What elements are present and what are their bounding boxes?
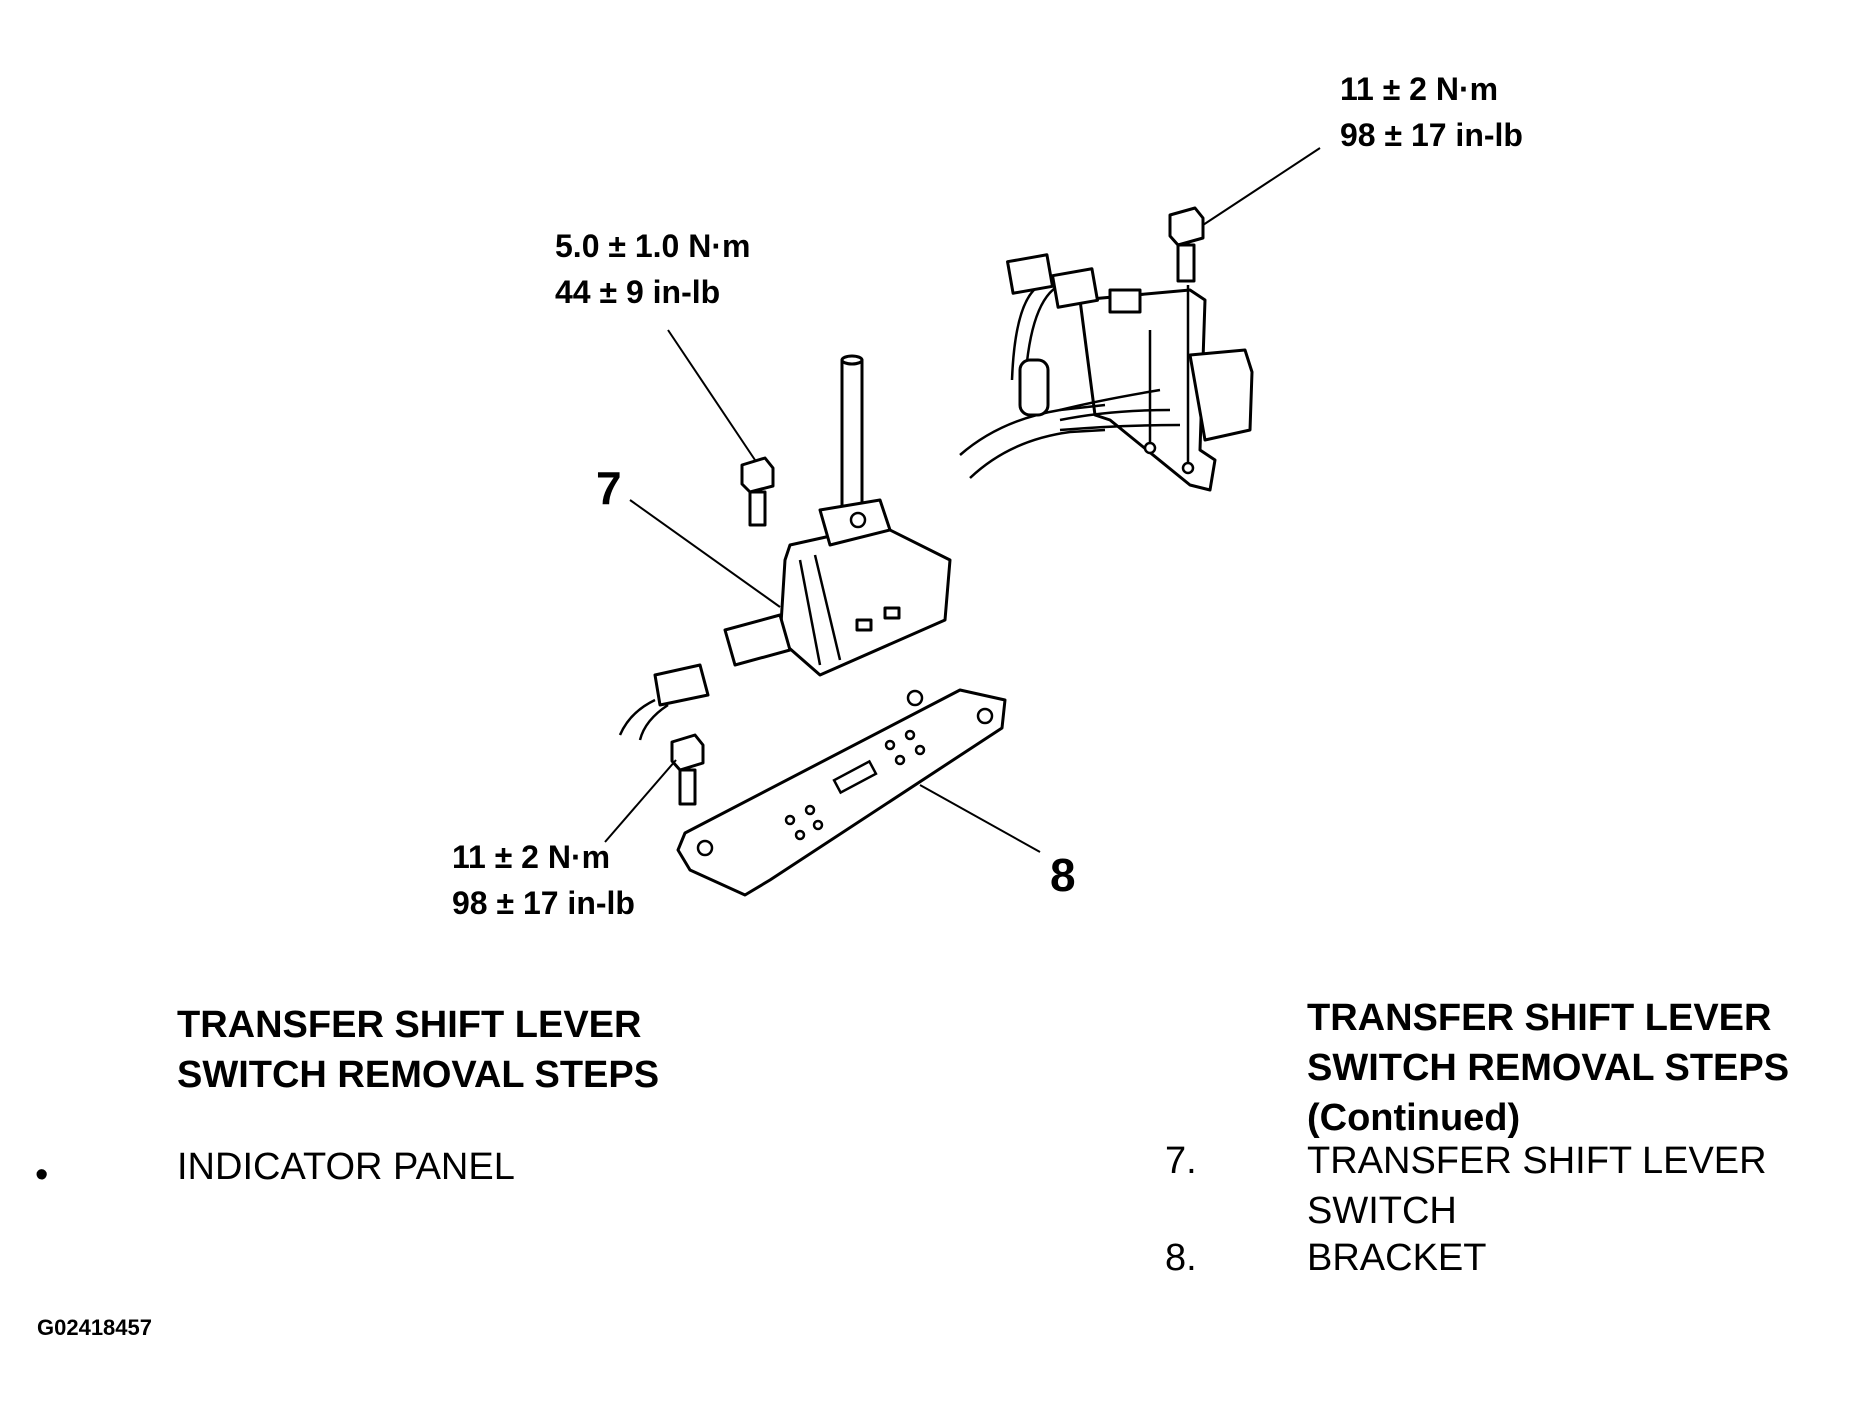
bolt-bottom-left	[604, 733, 705, 843]
figure-id: G02418457	[37, 1315, 152, 1340]
indicator-panel-item: INDICATOR PANEL	[177, 1146, 515, 1188]
right-heading-line1: TRANSFER SHIFT LEVER	[1307, 997, 1772, 1039]
step-8-text: BRACKET	[1307, 1237, 1487, 1279]
wiring-harness-assembly	[959, 253, 1254, 492]
bracket	[676, 688, 1041, 897]
torque-inlb: 44 ± 9 in-lb	[555, 274, 721, 310]
step-7-line2: SWITCH	[1307, 1190, 1457, 1232]
right-heading-line3: (Continued)	[1307, 1097, 1521, 1139]
torque-label-top-right: 11 ± 2 N·m 98 ± 17 in-lb	[1340, 66, 1523, 158]
left-heading: TRANSFER SHIFT LEVER SWITCH REMOVAL STEP…	[177, 1000, 659, 1100]
torque-inlb: 98 ± 17 in-lb	[452, 885, 635, 921]
bullet-icon: •	[35, 1154, 49, 1196]
torque-inlb: 98 ± 17 in-lb	[1340, 117, 1523, 153]
connector-plug	[618, 663, 710, 741]
right-heading-line2: SWITCH REMOVAL STEPS	[1307, 1047, 1790, 1089]
torque-label-top-center: 5.0 ± 1.0 N·m 44 ± 9 in-lb	[555, 223, 750, 315]
bolt-top-right	[1168, 147, 1321, 283]
transfer-shift-lever-switch	[629, 354, 952, 677]
torque-label-bottom-left: 11 ± 2 N·m 98 ± 17 in-lb	[452, 834, 635, 926]
step-7-text: TRANSFER SHIFT LEVER SWITCH	[1307, 1136, 1767, 1236]
right-heading: TRANSFER SHIFT LEVER SWITCH REMOVAL STEP…	[1307, 993, 1789, 1143]
torque-nm: 5.0 ± 1.0 N·m	[555, 228, 751, 264]
step-7-line1: TRANSFER SHIFT LEVER	[1307, 1140, 1767, 1182]
step-number-8: 8.	[1165, 1237, 1197, 1279]
callout-7: 7	[596, 462, 622, 514]
torque-nm: 11 ± 2 N·m	[1340, 71, 1499, 107]
torque-nm: 11 ± 2 N·m	[452, 839, 611, 875]
bolt-top-center	[667, 329, 775, 527]
step-number-7: 7.	[1165, 1140, 1197, 1182]
left-heading-line1: TRANSFER SHIFT LEVER	[177, 1004, 642, 1046]
callout-8: 8	[1050, 849, 1076, 901]
left-heading-line2: SWITCH REMOVAL STEPS	[177, 1054, 660, 1096]
